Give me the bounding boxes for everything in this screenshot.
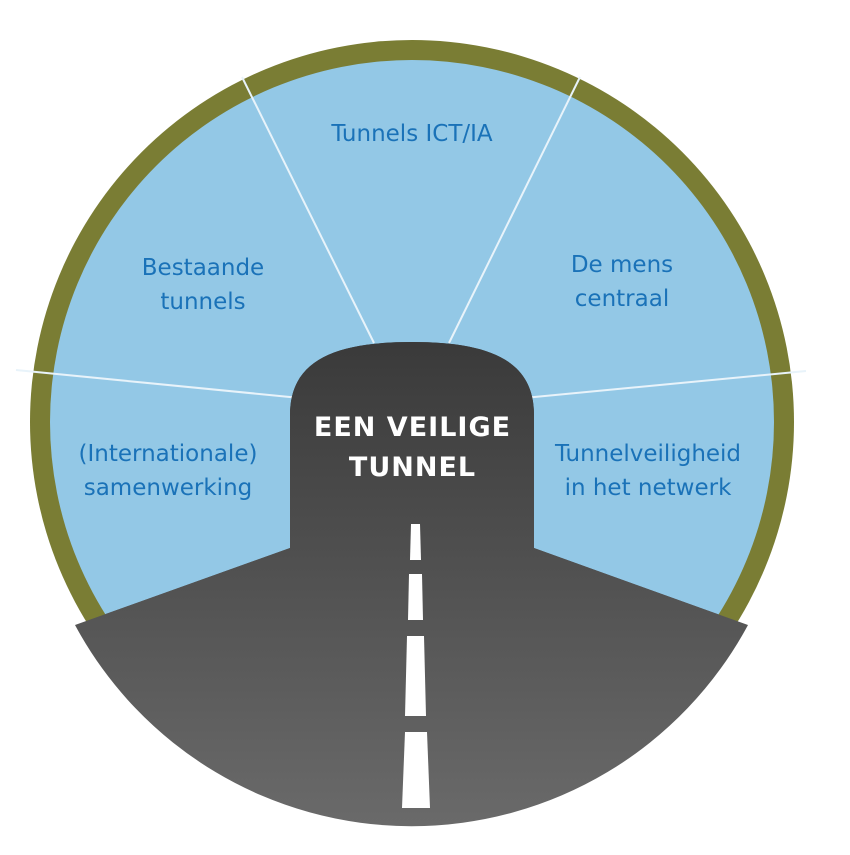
- center-title: EEN VEILIGE TUNNEL: [290, 408, 535, 488]
- segment-label-netwerk: Tunnelveiligheid in het netwerk: [538, 437, 758, 505]
- segment-label-line: centraal: [574, 286, 670, 312]
- segment-label-line: tunnels: [160, 289, 246, 315]
- road-dash: [408, 574, 423, 620]
- segment-label-line: samenwerking: [83, 475, 253, 501]
- divider-line-top-left: [241, 76, 375, 344]
- segment-label-mens: De mens centraal: [522, 248, 722, 316]
- road-dash: [402, 732, 430, 808]
- segment-label-line: in het netwerk: [564, 475, 732, 501]
- segment-label-samen: (Internationale) samenwerking: [58, 437, 278, 505]
- divider-line-right: [523, 370, 807, 399]
- segment-label-line: Tunnels ICT/IA: [331, 121, 493, 147]
- segment-label-line: De mens: [570, 252, 674, 278]
- divider-line-left: [15, 369, 301, 399]
- divider-line-top-right: [448, 76, 581, 344]
- segment-label-line: (Internationale): [78, 441, 258, 467]
- segment-label-ict: Tunnels ICT/IA: [312, 117, 512, 151]
- segment-label-line: Tunnelveiligheid: [554, 441, 742, 467]
- segment-label-bestaande: Bestaande tunnels: [103, 251, 303, 319]
- road-dash: [410, 524, 421, 560]
- center-title-line: EEN VEILIGE: [313, 412, 512, 443]
- road-dash: [405, 636, 426, 716]
- road-marking: [402, 524, 430, 808]
- center-title-line: TUNNEL: [348, 452, 477, 483]
- segment-label-line: Bestaande: [141, 255, 265, 281]
